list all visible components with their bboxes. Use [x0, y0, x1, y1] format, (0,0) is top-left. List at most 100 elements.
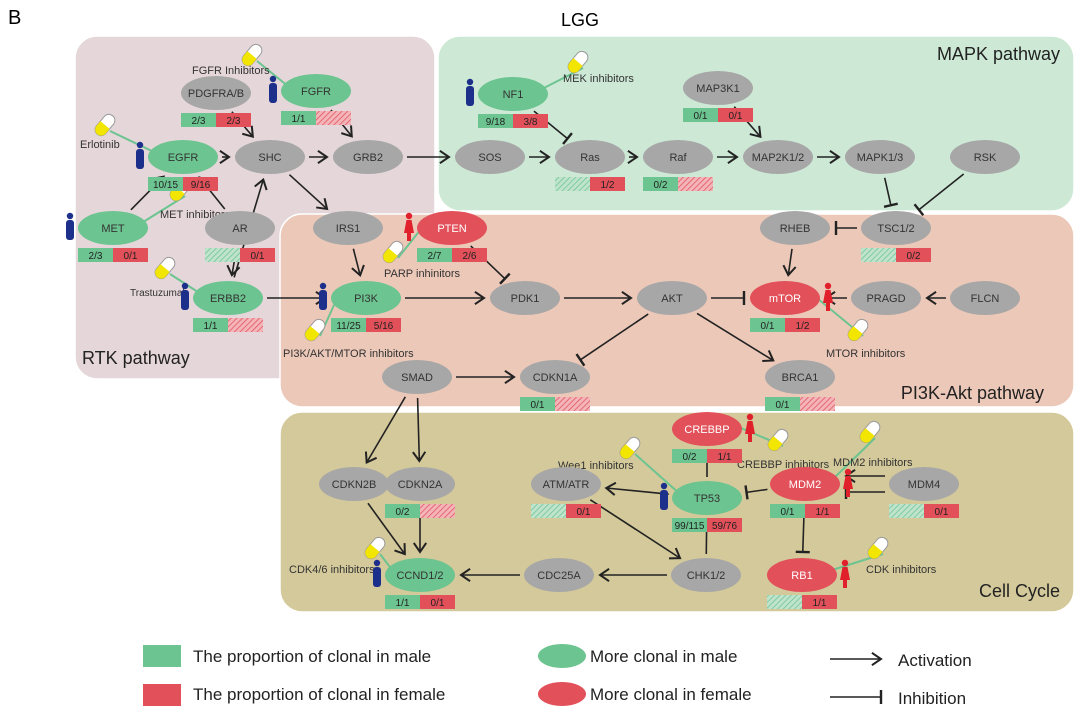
node-ar: AR0/1 — [205, 211, 275, 262]
edge-inhibition — [711, 291, 746, 305]
node-ellipse — [950, 140, 1020, 174]
male-proportion-bar — [555, 177, 590, 191]
node-label: GRB2 — [353, 152, 383, 164]
male-proportion-value: 0/1 — [761, 321, 775, 332]
female-proportion-bar — [366, 318, 401, 332]
node-ellipse — [205, 211, 275, 245]
legend-male-bar-label: The proportion of clonal in male — [193, 647, 431, 666]
female-body — [840, 567, 850, 588]
arrow-head-icon — [254, 177, 268, 191]
edge-inhibition — [575, 313, 649, 367]
female-proportion-bar — [420, 504, 455, 518]
edge-line — [579, 313, 649, 361]
inhibition-bar-icon — [562, 132, 573, 145]
node-label: FGFR — [301, 86, 331, 98]
arrow-head-icon — [621, 290, 633, 306]
arrow-head-icon — [782, 264, 797, 277]
edge-activation — [309, 149, 329, 165]
edge-activation — [564, 290, 633, 306]
female-head — [841, 559, 849, 567]
edge-line — [365, 396, 407, 463]
female-proportion-bar — [228, 318, 263, 332]
arrow-head-icon — [317, 149, 329, 165]
female-proportion-value: 0/1 — [124, 251, 138, 262]
male-proportion-value: 99/115 — [675, 521, 705, 532]
inhibition-bar-icon — [499, 272, 511, 285]
arrow-head-icon — [241, 125, 255, 139]
female-proportion-bar — [183, 177, 218, 191]
inhibition-bar-icon — [744, 485, 749, 500]
legend-activation-arrow-icon — [871, 651, 883, 667]
node-ellipse — [478, 77, 548, 111]
male-proportion-bar — [478, 114, 513, 128]
arrow-head-icon — [439, 149, 451, 165]
male-body — [373, 567, 381, 587]
female-proportion-value: 0/1 — [577, 507, 591, 518]
male-proportion-bar — [672, 449, 707, 463]
node-label: CDC25A — [537, 570, 581, 582]
pill-icon — [154, 256, 176, 280]
arrow-head-icon — [412, 542, 428, 554]
node-label: PRAGD — [866, 293, 905, 305]
pill-half — [305, 326, 320, 341]
pill-half — [860, 428, 875, 443]
node-ellipse — [417, 211, 487, 245]
pathway-region-cell — [279, 411, 1075, 613]
female-proportion-bar — [805, 504, 840, 518]
edge-line — [367, 502, 406, 555]
pill-icon — [567, 50, 589, 74]
female-proportion-bar — [113, 248, 148, 262]
drug-cdk-inhibitors: CDK inhibitors — [828, 536, 937, 576]
pill-icon — [619, 436, 641, 460]
legend-female-bar-swatch — [143, 684, 181, 706]
female-head — [405, 212, 413, 220]
node-ellipse — [555, 140, 625, 174]
pill-half — [848, 326, 863, 341]
arrow-head-icon — [316, 198, 329, 211]
male-proportion-value: 0/1 — [781, 507, 795, 518]
male-head — [269, 75, 277, 83]
male-proportion-bar — [683, 108, 718, 122]
node-ellipse — [643, 140, 713, 174]
node-smad: SMAD — [382, 360, 452, 394]
pill-half — [95, 121, 110, 136]
drug-label: FGFR Inhibitors — [192, 65, 270, 77]
drug-erlotinib: Erlotinib — [80, 113, 157, 154]
male-head — [319, 282, 327, 290]
male-proportion-value: 1/1 — [292, 114, 306, 125]
pill-icon — [364, 536, 386, 560]
node-ellipse — [531, 467, 601, 501]
male-proportion-bar — [770, 504, 805, 518]
male-proportion-bar — [767, 595, 802, 609]
legend-female-node-label: More clonal in female — [590, 685, 752, 704]
node-ellipse — [861, 211, 931, 245]
node-label: MET — [101, 223, 125, 235]
node-irs1: IRS1 — [313, 211, 383, 245]
legend-male-bar-swatch — [143, 645, 181, 667]
node-label: CDKN2A — [398, 479, 443, 491]
male-head — [373, 559, 381, 567]
node-chk12: CHK1/2 — [671, 558, 741, 592]
drug-target-line — [109, 130, 157, 154]
node-label: NF1 — [503, 89, 524, 101]
edge-activation — [364, 396, 407, 465]
edge-activation — [589, 499, 682, 560]
node-ellipse — [490, 281, 560, 315]
pill-icon — [767, 428, 789, 452]
male-proportion-value: 0/2 — [654, 180, 668, 191]
arrow-head-icon — [340, 125, 353, 138]
female-proportion-bar — [718, 108, 753, 122]
node-label: TP53 — [694, 493, 720, 505]
pill-half — [155, 264, 170, 279]
pill-icon — [867, 536, 889, 560]
node-ellipse — [637, 281, 707, 315]
node-label: MAPK1/3 — [857, 152, 903, 164]
node-label: Ras — [580, 152, 600, 164]
